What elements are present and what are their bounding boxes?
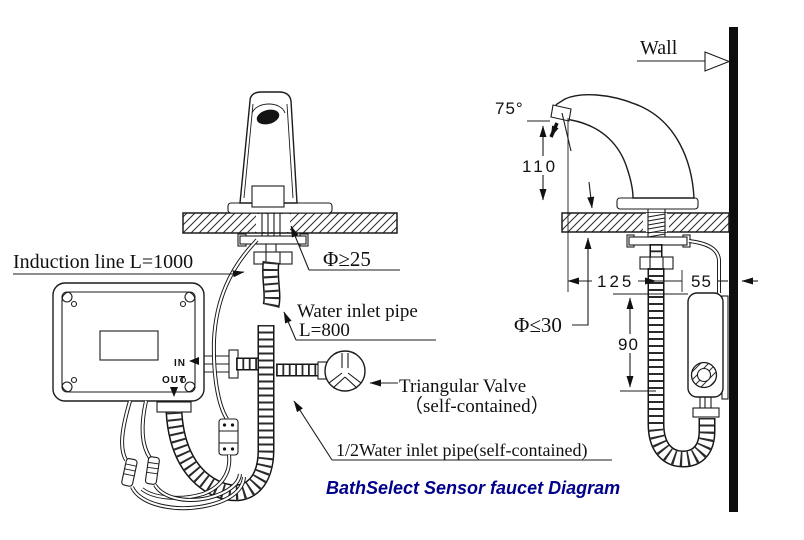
wall-label-group: Wall [637,37,731,72]
counter-side [561,212,730,233]
induction-line-label: Induction line L=1000 [13,251,193,273]
mounting-nut-front [253,251,293,265]
spout-angle-annotation: 75° [495,99,572,152]
water-direction-arrow-icon [549,122,559,138]
cable-plug [121,458,138,487]
faucet-inlet-hose [271,262,272,306]
inlet-pipe-label-line1: Water inlet pipe [297,301,418,322]
out-port-label: OUT [162,375,186,386]
wall [729,27,738,512]
wall-label: Wall [640,37,678,59]
valve-to-in-hose [236,364,321,370]
front-view: IN OUT [13,91,612,511]
supply-pipe-label: 1/2Water inlet pipe(self-contained) [336,440,587,461]
washer-plate-front [239,235,307,245]
dim-90-label: 90 [618,335,639,354]
control-box-cables [120,400,246,511]
side-view: Wall 75° 110 125 55 [495,27,758,512]
hole-diameter-side: Φ≤30 [514,237,592,337]
control-box-side [687,292,729,418]
counter-front [182,212,398,234]
dim-110: 110 [518,125,595,209]
dim-125-55: 125 55 [567,118,758,292]
wall-pointer-icon [704,51,731,72]
tube-to-wall-box [688,239,721,293]
cable-plug [144,456,160,485]
out-flow-arrow-icon [170,387,178,397]
washer-plate-side [628,236,688,246]
front-view-labels: Induction line L=1000 Φ≥25 Water inlet p… [13,225,612,461]
diagram-title: BathSelect Sensor faucet Diagram [326,478,620,498]
in-port-label: IN [174,358,186,369]
dim-125-label: 125 [597,272,634,291]
triangular-valve [317,350,366,392]
inlet-pipe-label-line2: L=800 [299,320,350,341]
spout-opening [256,109,280,125]
control-box [52,282,205,402]
dim-110-label: 110 [522,157,558,176]
faucet-front [227,91,333,214]
faucet-side-body [553,94,695,199]
valve-label-line2: （self-contained） [404,395,550,417]
dim-90: 90 [613,293,688,392]
faucet-front-body [239,91,298,204]
spout-angle-label: 75° [495,99,524,118]
mounting-nut-side [639,256,674,270]
hole-diameter-label: Φ≥25 [323,247,371,271]
faucet-side [549,94,699,210]
control-box-display [99,330,159,361]
sensor-window [251,185,285,208]
dim-55-label: 55 [691,272,712,291]
faucet-side-mounting [626,209,691,270]
in-flow-arrow-icon [189,357,199,365]
spout-tip [550,104,572,122]
induction-line-connector [218,418,239,456]
induction-line-cable [140,238,259,500]
hole-diameter-side-label: Φ≤30 [514,313,562,337]
faucet-front-mounting [237,213,309,265]
valve-label-line1: Triangular Valve [399,376,526,397]
